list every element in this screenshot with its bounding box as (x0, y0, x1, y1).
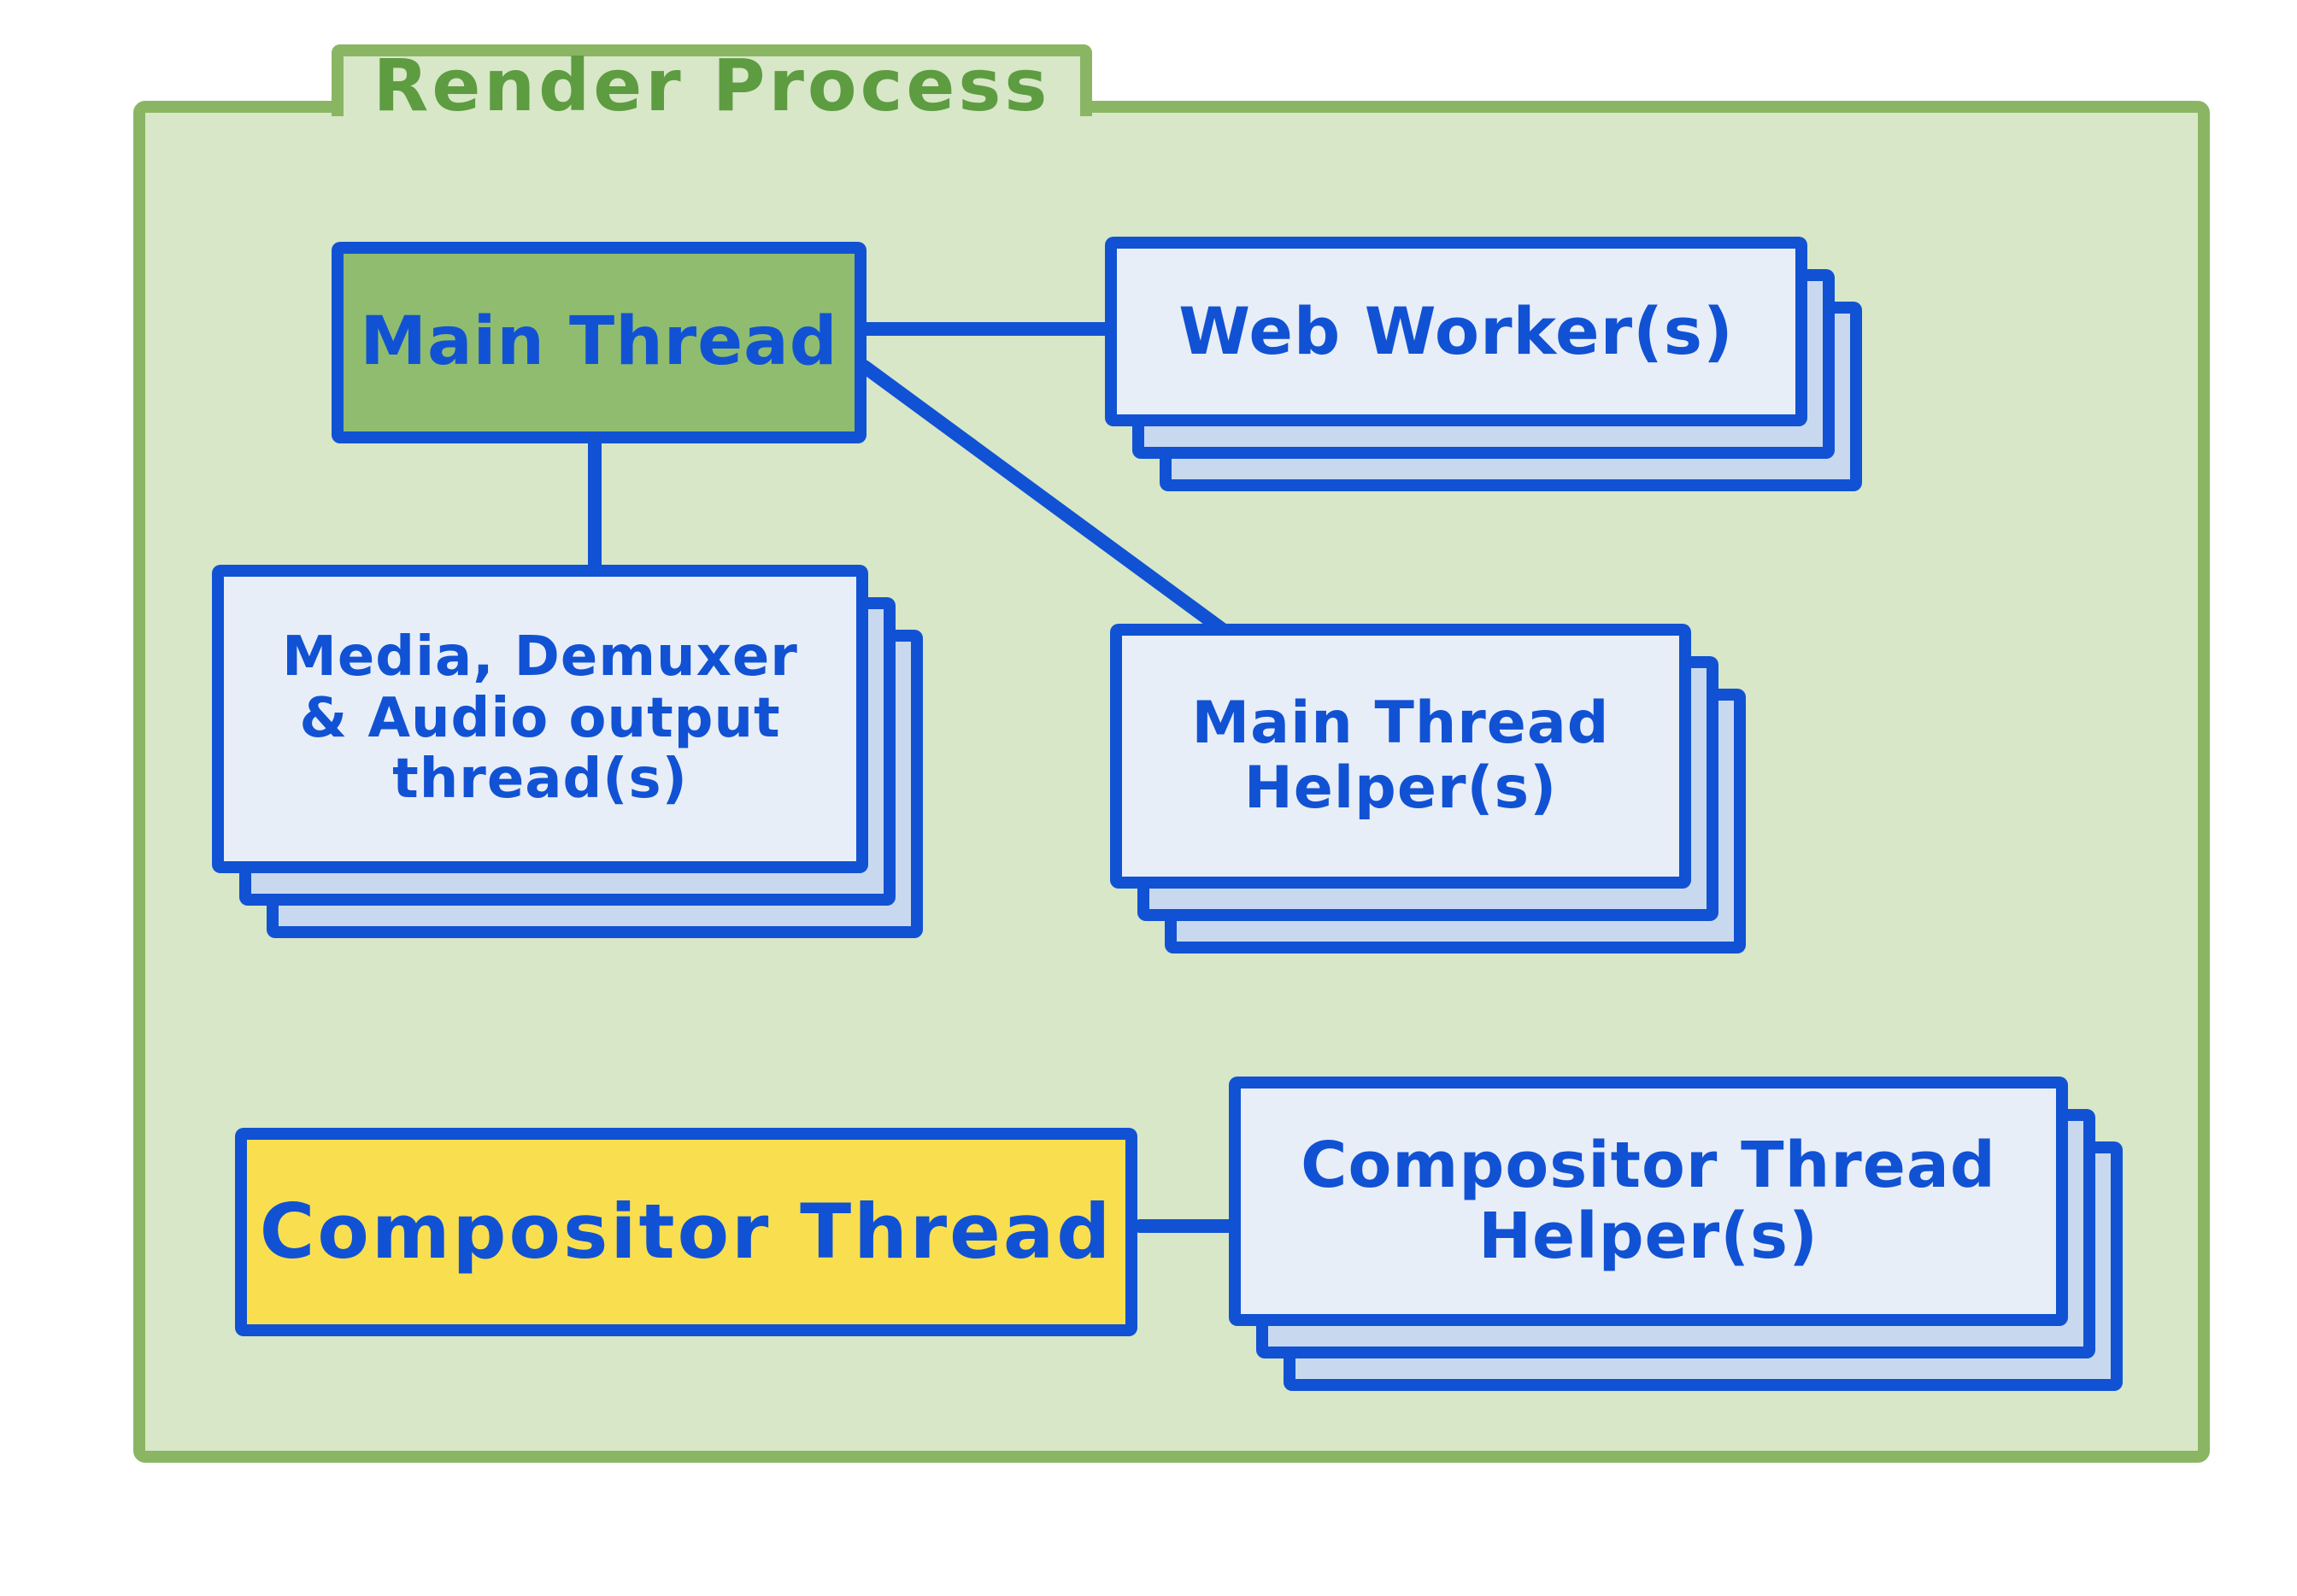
stack-layer-front (1110, 624, 1691, 889)
node-compositor-thread-label: Compositor Thread (247, 1140, 1125, 1324)
diagram-title: Render Process (373, 44, 1051, 127)
node-main-thread-label: Main Thread (344, 254, 855, 431)
stack-layer-front (1229, 1077, 2068, 1326)
label-line: Main Thread (1191, 689, 1610, 757)
node-compositor-thread-helpers: Compositor Thread Helper(s) (1229, 1077, 2123, 1391)
edge-main-thread-to-web-workers (860, 322, 1116, 336)
node-main-thread: Main Thread (332, 242, 867, 443)
node-web-workers-label: Web Worker(s) (1105, 237, 1807, 426)
node-web-workers: Web Worker(s) (1105, 237, 1862, 491)
edge-compositor-to-compositor-helpers (1133, 1219, 1246, 1233)
label-line: Web Worker(s) (1178, 293, 1734, 370)
node-media-threads-label: Media, Demuxer & Audio output thread(s) (212, 565, 868, 873)
render-process-tab (332, 44, 1092, 116)
label-line: Helper(s) (1478, 1200, 1818, 1273)
node-compositor-thread: Compositor Thread (235, 1128, 1137, 1336)
label-line: & Audio output (299, 686, 781, 750)
node-main-thread-helpers-label: Main Thread Helper(s) (1110, 624, 1691, 889)
stack-layer-front (1105, 237, 1807, 426)
label-line: Media, Demuxer (282, 625, 798, 689)
label-line: thread(s) (392, 748, 688, 812)
label-line: Main Thread (360, 303, 838, 381)
stack-layer-front (212, 565, 868, 873)
node-main-thread-helpers: Main Thread Helper(s) (1110, 624, 1746, 953)
node-compositor-thread-helpers-label: Compositor Thread Helper(s) (1229, 1077, 2068, 1326)
node-media-threads: Media, Demuxer & Audio output thread(s) (212, 565, 923, 938)
label-line: Compositor Thread (1301, 1129, 1996, 1203)
label-line: Compositor Thread (259, 1187, 1113, 1276)
label-line: Helper(s) (1243, 754, 1558, 822)
edge-main-thread-to-media-threads (588, 437, 602, 576)
